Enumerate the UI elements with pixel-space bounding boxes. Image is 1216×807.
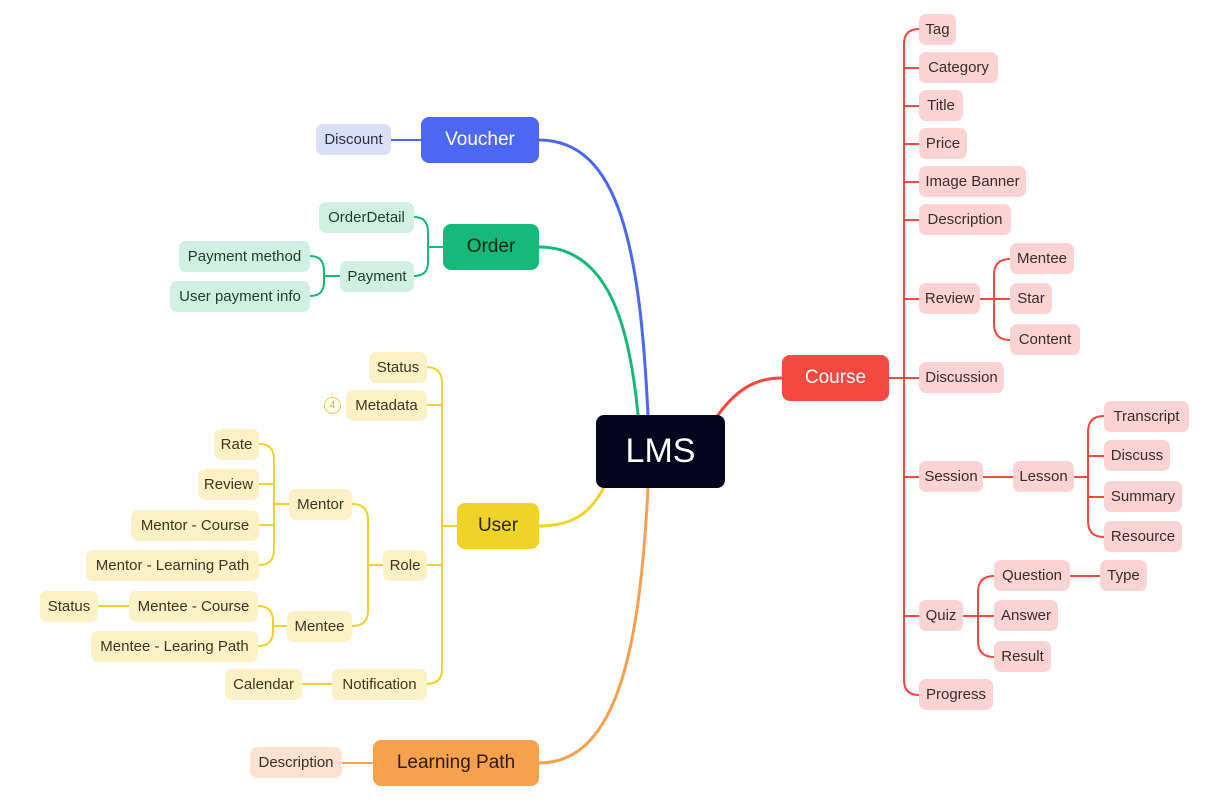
lesson-transcript[interactable]: Transcript [1104,401,1189,432]
branch-order[interactable]: Order [443,224,539,270]
quiz-answer[interactable]: Answer [994,600,1058,631]
course-price[interactable]: Price [919,128,967,159]
branch-user[interactable]: User [457,503,539,549]
course-review[interactable]: Review [919,283,980,314]
link-root-course [716,376,784,417]
role-mentor[interactable]: Mentor [289,489,352,520]
course-category[interactable]: Category [919,52,998,83]
user-payment-info[interactable]: User payment info [170,281,310,312]
mentee-course[interactable]: Mentee - Course [129,591,258,622]
user-metadata[interactable]: Metadata [346,390,427,421]
mentee-learning-path[interactable]: Mentee - Learing Path [91,631,258,662]
user-status[interactable]: Status [369,352,427,383]
mentor-review[interactable]: Review [198,469,259,500]
quiz-result[interactable]: Result [994,641,1051,672]
course-tag[interactable]: Tag [919,14,956,45]
lesson-summary[interactable]: Summary [1104,481,1182,512]
session-lesson[interactable]: Lesson [1013,461,1074,492]
user-notification[interactable]: Notification [332,669,427,700]
lesson-discuss[interactable]: Discuss [1104,440,1170,471]
mentee-course-status[interactable]: Status [40,591,98,622]
course-spine [903,28,920,696]
course-discussion[interactable]: Discussion [919,362,1004,393]
review-star[interactable]: Star [1010,283,1052,314]
mentor-learning-path[interactable]: Mentor - Learning Path [86,550,259,581]
course-quiz[interactable]: Quiz [919,600,963,631]
learning-path-description[interactable]: Description [250,747,342,778]
notification-calendar[interactable]: Calendar [225,669,302,700]
question-type[interactable]: Type [1100,560,1147,591]
course-image-banner[interactable]: Image Banner [919,166,1026,197]
mentor-course[interactable]: Mentor - Course [131,510,259,541]
order-orderdetail[interactable]: OrderDetail [319,202,414,233]
branch-voucher[interactable]: Voucher [421,117,539,163]
branch-course[interactable]: Course [782,355,889,401]
course-session[interactable]: Session [919,461,983,492]
course-title[interactable]: Title [919,90,963,121]
metadata-count-badge: 4 [324,397,341,414]
course-progress[interactable]: Progress [919,679,993,710]
role-mentee[interactable]: Mentee [287,611,352,642]
quiz-question[interactable]: Question [994,560,1070,591]
review-content[interactable]: Content [1010,324,1080,355]
link-root-user [537,485,606,528]
course-description[interactable]: Description [919,204,1011,235]
payment-method[interactable]: Payment method [179,241,310,272]
link-root-learning-path [537,486,650,765]
root-node-lms[interactable]: LMS [596,415,725,488]
lesson-resource[interactable]: Resource [1104,521,1182,552]
link-root-order [537,245,640,417]
mentor-rate[interactable]: Rate [214,429,259,460]
branch-learning-path[interactable]: Learning Path [373,740,539,786]
user-role[interactable]: Role [383,550,427,581]
review-mentee[interactable]: Mentee [1010,243,1074,274]
link-root-voucher [537,138,650,417]
order-payment[interactable]: Payment [340,261,414,292]
voucher-discount[interactable]: Discount [316,124,391,155]
